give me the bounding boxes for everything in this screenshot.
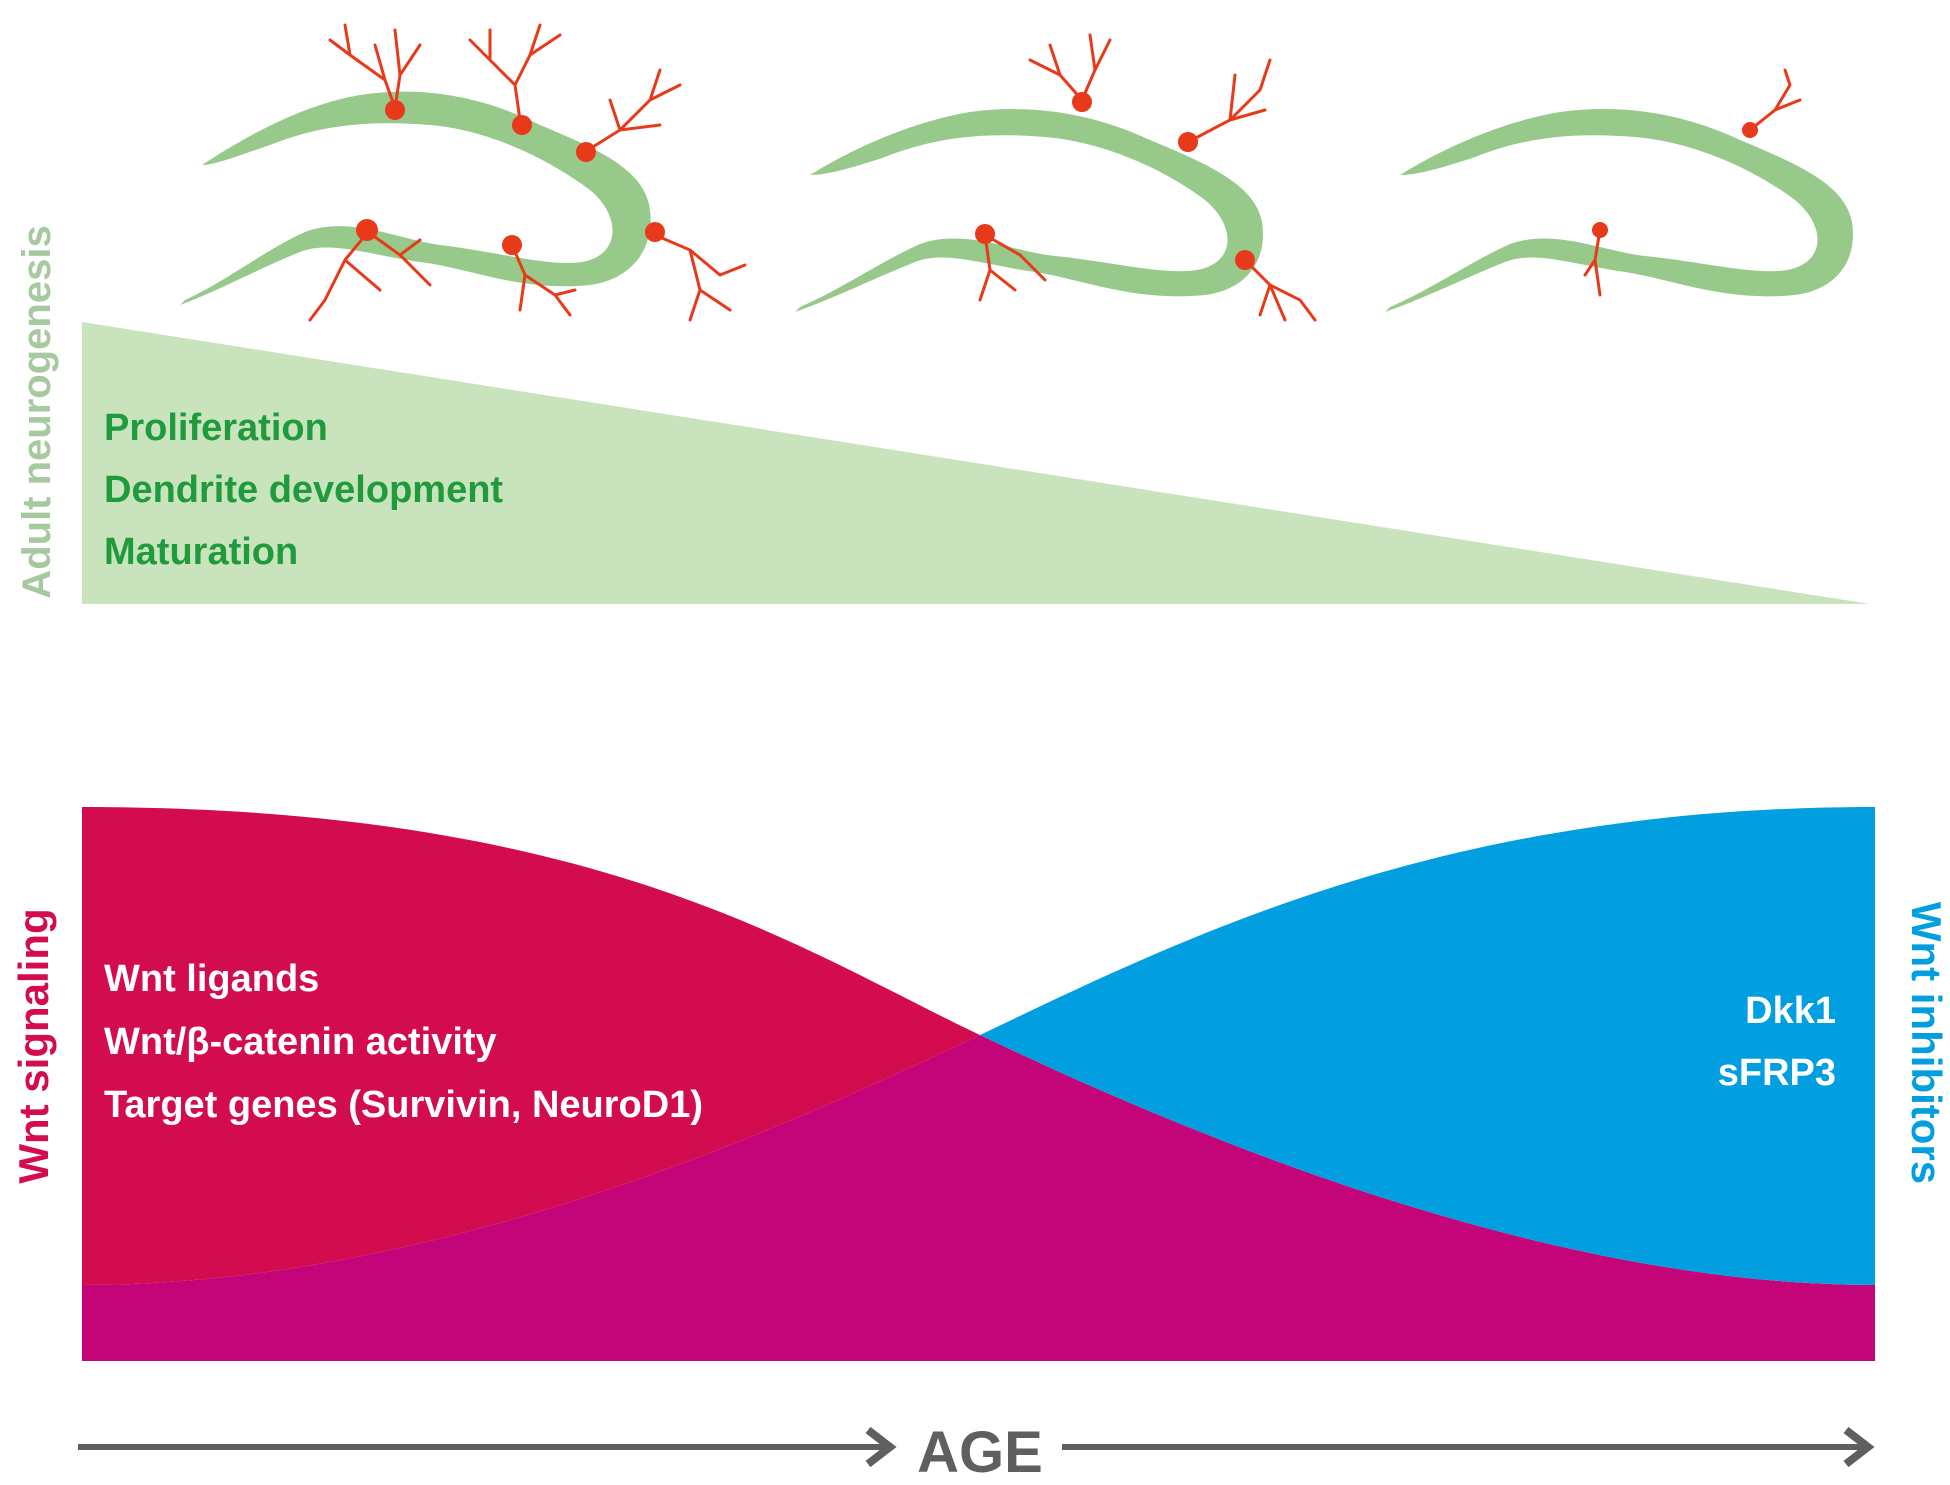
wnt-inhibitors-region <box>980 807 1875 1285</box>
overlap-region <box>82 1035 1875 1361</box>
wnt-inhibitors-item: Dkk1 <box>1745 990 1836 1032</box>
neurogenesis-item: Proliferation <box>104 407 328 449</box>
neurogenesis-axis-label: Adult neurogenesis <box>15 225 59 598</box>
wnt-signaling-axis-label: Wnt signaling <box>10 908 57 1183</box>
wnt-signaling-region <box>82 807 980 1285</box>
wnt-inhibitors-item-list: Dkk1 sFRP3 <box>1718 990 1836 1094</box>
neurogenesis-item-list: Proliferation Dendrite development Matur… <box>104 407 503 573</box>
age-label: AGE <box>917 1420 1043 1485</box>
wnt-inhibitors-item: sFRP3 <box>1718 1052 1836 1094</box>
neurogenesis-wedge <box>82 322 1870 604</box>
neuron-somata <box>356 100 665 255</box>
wnt-signaling-item: Wnt ligands <box>104 958 319 1000</box>
neurogenesis-item: Dendrite development <box>104 469 503 511</box>
age-arrow <box>78 1426 1875 1468</box>
hippocampus-old <box>1385 68 1853 312</box>
age-arrow-right-head <box>1843 1426 1875 1468</box>
age-arrow-left-head <box>865 1426 897 1468</box>
hippocampus-young <box>180 23 747 322</box>
wnt-inhibitors-axis-label: Wnt inhibitors <box>1903 902 1950 1184</box>
hippocampus-shape <box>180 91 651 305</box>
hippocampus-shape <box>795 109 1263 312</box>
neuron-group <box>308 23 747 322</box>
wnt-signaling-item-list: Wnt ligands Wnt/β-catenin activity Targe… <box>104 958 703 1126</box>
wnt-signaling-item: Wnt/β-catenin activity <box>104 1021 497 1063</box>
hippocampus-middle <box>795 33 1317 322</box>
wnt-curves <box>82 807 1875 1361</box>
hippocampus-shape <box>1385 109 1853 312</box>
neurogenesis-item: Maturation <box>104 531 298 573</box>
wnt-signaling-item: Target genes (Survivin, NeuroD1) <box>104 1084 703 1126</box>
